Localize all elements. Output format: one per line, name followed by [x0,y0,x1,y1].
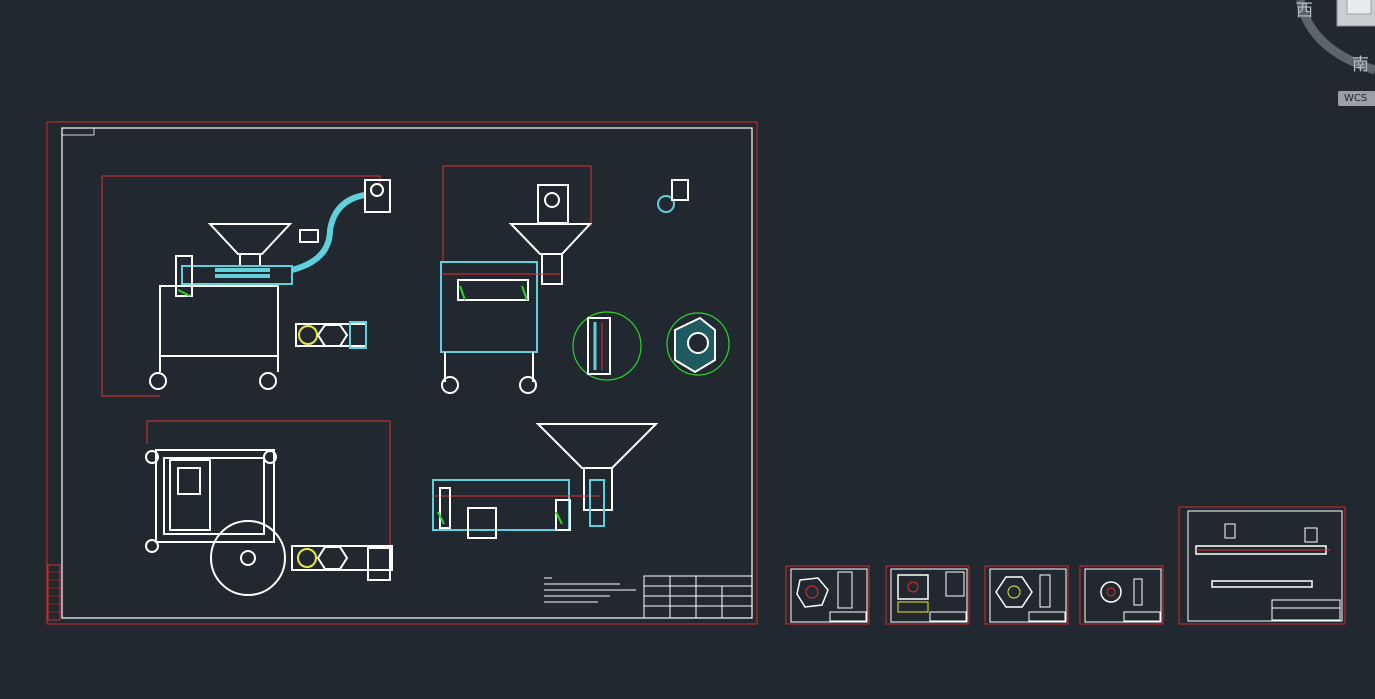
detail-view-a[interactable] [572,311,642,381]
viewcube-west-label[interactable]: 西 [1296,1,1313,21]
fitting-detail[interactable] [657,179,689,213]
viewcube-south-label[interactable]: 南 [1352,55,1369,75]
main-assembly-sheet[interactable] [46,121,758,625]
technical-notes [544,577,636,603]
detail-view-b[interactable] [666,312,730,376]
part-sheet-1[interactable] [785,565,870,625]
title-block[interactable] [643,575,753,619]
viewcube[interactable] [1295,0,1375,75]
wcs-menu-button[interactable]: WCS [1338,91,1375,106]
front-view[interactable] [101,175,391,397]
part-sheet-5[interactable] [1178,506,1346,625]
nut-detail[interactable] [295,321,367,349]
section-view[interactable] [432,423,659,539]
part-sheet-4[interactable] [1079,565,1164,625]
side-view[interactable] [440,165,593,394]
part-sheet-2[interactable] [885,565,970,625]
top-view[interactable] [145,420,393,596]
part-sheet-3[interactable] [984,565,1069,625]
